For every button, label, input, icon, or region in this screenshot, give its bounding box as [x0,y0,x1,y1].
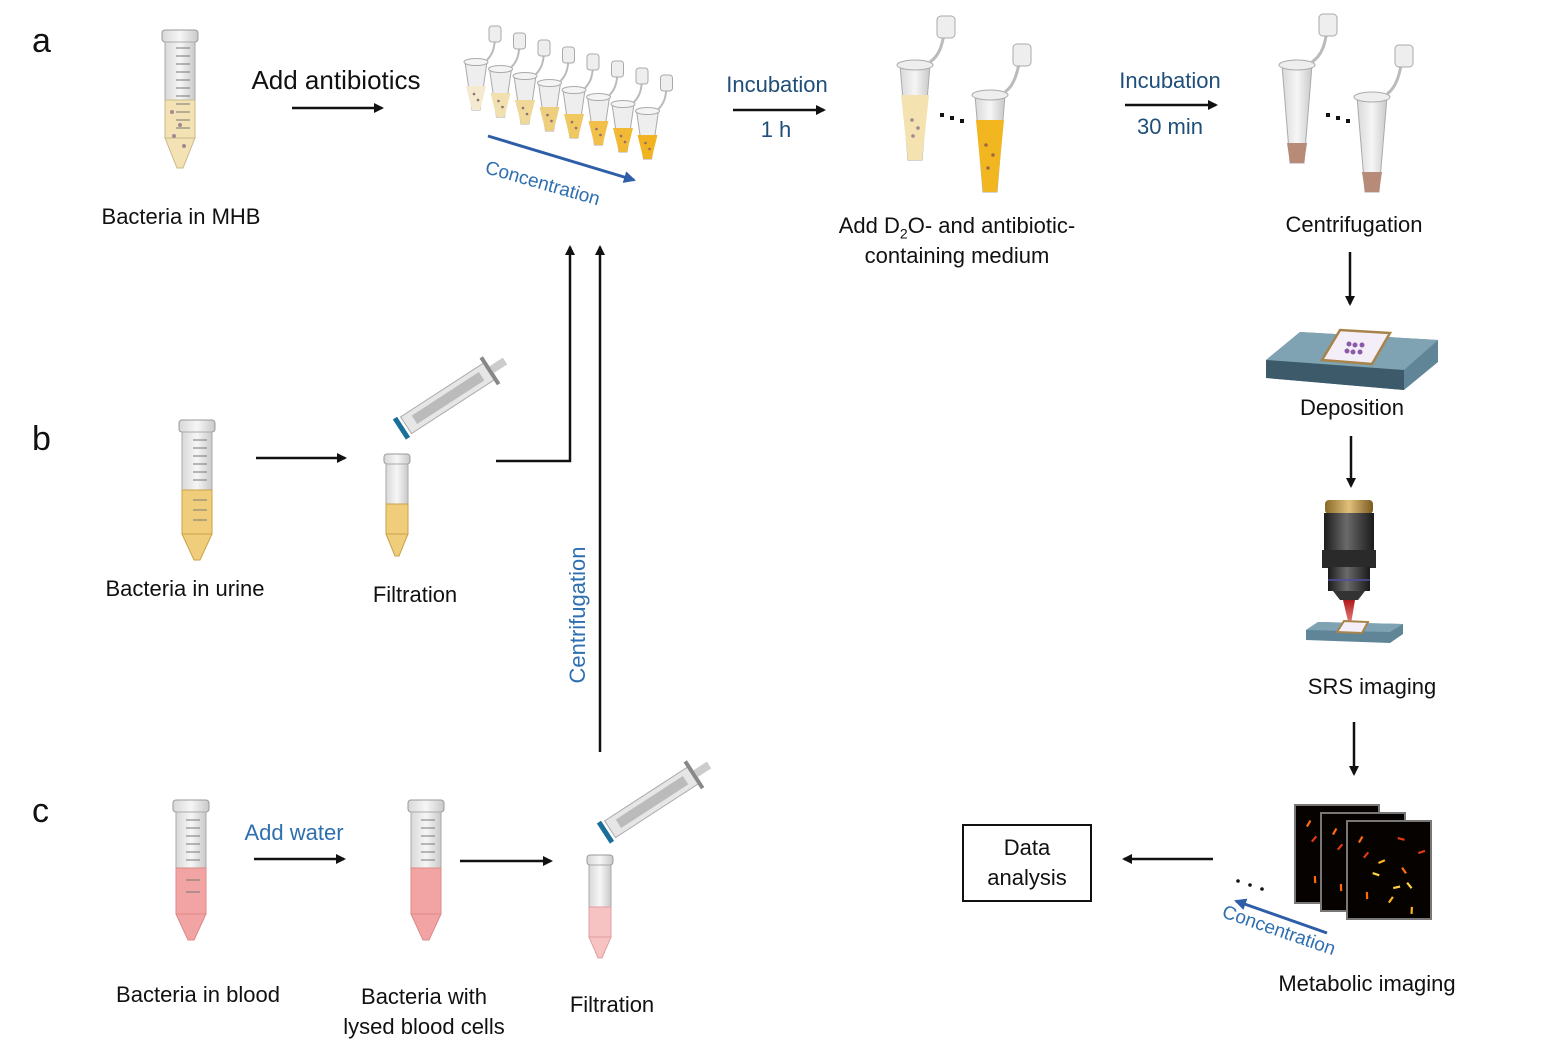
data-analysis-box: Data analysis [962,824,1092,902]
microtube-strip-icon [463,25,673,160]
falcon-tube-mhb-icon [161,29,199,169]
syringe-filter-icon [392,356,508,440]
falcon-tube-blood-icon [172,799,210,941]
label-filtration-c: Filtration [569,992,655,1017]
falcon-tube-urine-icon [178,419,216,561]
label-1h: 1 h [760,117,792,142]
label-incubation-1: Incubation [726,72,828,97]
data-analysis-line1: Data [1003,835,1051,860]
small-tube-blood-filtered-icon [586,854,614,959]
microtubes-d2o-icon [896,15,1032,193]
d2o-text-post: O- and antibiotic- [907,213,1076,238]
microtube [488,32,526,118]
panel-label-a: a [32,22,51,60]
microtube [610,67,649,153]
label-add-d2o-line1: Add D2O- and antibiotic- [812,211,1102,248]
label-bacteria-with-line2: lysed blood cells [343,1014,505,1039]
slide-deposition-icon [1266,328,1438,390]
ellipsis-dots [1236,879,1264,891]
small-tube-urine-filtered-icon [383,453,411,557]
microtube [635,74,673,160]
label-add-antibiotics: Add antibiotics [251,65,421,95]
label-bacteria-in-urine: Bacteria in urine [105,576,265,601]
d2o-subscript: 2 [899,225,908,242]
label-add-d2o-line2: containing medium [864,243,1050,268]
label-incubation-2: Incubation [1119,68,1221,93]
label-bacteria-in-mhb: Bacteria in MHB [101,204,261,229]
label-centrifugation: Centrifugation [1285,212,1423,237]
metabolic-image-stack-icon [1294,804,1432,920]
panel-label-b: b [32,420,51,458]
microtube [537,46,575,132]
microtube [586,60,624,146]
label-bacteria-in-blood: Bacteria in blood [116,982,280,1007]
microtube [463,25,502,111]
label-30min: 30 min [1136,114,1204,139]
d2o-text-pre: Add D [838,213,900,238]
data-analysis-line2: analysis [987,865,1067,890]
arrow-filtration-b-to-a [496,245,575,463]
microtube [561,53,600,139]
label-metabolic-imaging: Metabolic imaging [1278,971,1456,996]
label-srs-imaging: SRS imaging [1307,674,1437,699]
microscope-objective-icon [1306,500,1403,643]
panel-label-c: c [32,792,49,830]
microtubes-centrifuged-icon [1278,13,1414,193]
label-centrifugation-vertical: Centrifugation [565,546,590,684]
metabolic-image-frame [1346,820,1432,920]
label-filtration-b: Filtration [372,582,458,607]
falcon-tube-lysed-icon [407,799,445,941]
syringe-filter-c-icon [596,760,712,844]
label-bacteria-with-line1: Bacteria with [361,984,487,1009]
concentration-arrow [487,134,636,183]
concentration-arrow-metabolic [1234,898,1328,935]
microtube [512,39,551,125]
label-add-water: Add water [244,820,344,845]
label-deposition: Deposition [1300,395,1404,420]
